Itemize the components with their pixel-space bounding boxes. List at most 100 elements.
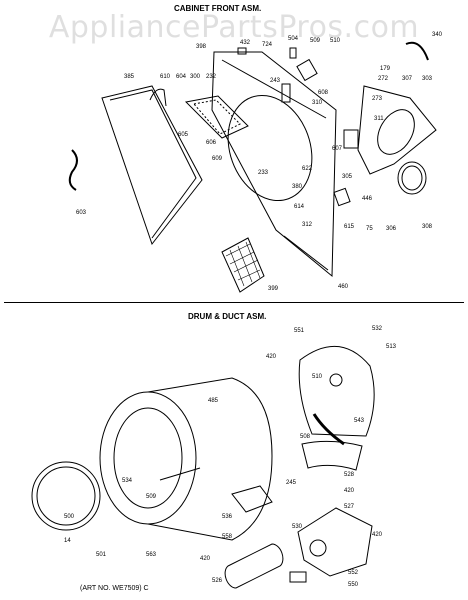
cabinet-part-label-24: 609 [212, 156, 223, 162]
cabinet-part-label-35: 308 [422, 224, 433, 230]
bracket-432 [237, 47, 247, 55]
cabinet-part-label-18: 272 [378, 76, 389, 82]
cabinet-part-label-30: 614 [294, 204, 305, 210]
cabinet-part-label-15: 243 [270, 78, 281, 84]
cabinet-part-label-9: 303 [422, 76, 433, 82]
drum-rib [159, 467, 201, 481]
cabinet-part-label-6: 340 [432, 32, 443, 38]
drum-part-label-8: 534 [122, 478, 133, 484]
cabinet-part-label-37: 399 [268, 286, 279, 292]
drum-part-label-16: 558 [222, 534, 233, 540]
cabinet-part-label-22: 606 [206, 140, 217, 146]
section-title-cabinet-front: CABINET FRONT ASM. [174, 4, 262, 13]
switch-509 [296, 58, 318, 82]
drum-part-label-18: 500 [64, 514, 75, 520]
cabinet-part-label-19: 273 [372, 96, 383, 102]
drum-duct-drawing [31, 346, 375, 589]
blower-opening [309, 539, 327, 557]
drum-part-label-12: 527 [344, 504, 355, 510]
cabinet-part-label-1: 432 [240, 40, 251, 46]
cabinet-part-label-34: 306 [386, 226, 397, 232]
cabinet-part-label-10: 385 [124, 74, 135, 80]
cabinet-part-label-5: 510 [330, 38, 341, 44]
cabinet-part-label-32: 615 [344, 224, 355, 230]
cabinet-part-label-2: 724 [262, 42, 273, 48]
hinge-610 [149, 88, 167, 107]
drum-part-label-6: 508 [300, 434, 311, 440]
switch-552 [289, 571, 307, 583]
duct-opening [377, 109, 415, 155]
seal-ring-308 [397, 161, 427, 195]
drum-part-label-11: 420 [344, 488, 355, 494]
cabinet-edge-inner [221, 59, 327, 119]
bracket-245 [231, 485, 273, 513]
drum-seal-500 [31, 461, 101, 531]
front-panel-385 [101, 85, 203, 246]
duct-528 [301, 440, 363, 471]
cabinet-part-label-7: 179 [380, 66, 391, 72]
cabinet-part-label-36: 603 [76, 210, 87, 216]
drum-body-563 [147, 377, 273, 541]
cabinet-part-label-16: 608 [318, 90, 329, 96]
cabinet-part-label-0: 398 [196, 44, 207, 50]
cabinet-part-label-31: 312 [302, 222, 313, 228]
door-opening [227, 94, 313, 202]
cabinet-part-label-33: 75 [366, 226, 373, 232]
cabinet-front-drawing [68, 41, 437, 293]
drum-part-label-19: 14 [64, 538, 71, 544]
drum-part-label-17: 420 [200, 556, 211, 562]
drum-opening-inner [113, 407, 183, 509]
cabinet-part-label-20: 311 [374, 116, 384, 122]
drum-part-label-2: 513 [386, 344, 397, 350]
cabinet-part-label-17: 310 [312, 100, 323, 106]
hinge-603 [68, 149, 78, 191]
cabinet-part-label-3: 504 [288, 36, 299, 42]
clip-340 [405, 41, 429, 61]
cabinet-part-label-29: 446 [362, 196, 373, 202]
filter-holder-300 [184, 95, 249, 139]
cabinet-edge-bottom [283, 235, 329, 271]
sensor-305 [343, 129, 359, 149]
bracket-615 [333, 187, 351, 207]
drum-part-label-21: 563 [146, 552, 157, 558]
bracket-504 [289, 47, 297, 59]
cabinet-part-label-38: 460 [338, 284, 349, 290]
grille-pattern [225, 241, 261, 287]
rear-bulkhead-532 [298, 346, 375, 437]
section-divider [4, 302, 464, 303]
section-title-drum-duct: DRUM & DUCT ASM. [188, 312, 267, 321]
seal-ring-inner [401, 165, 423, 191]
cabinet-part-label-13: 300 [190, 74, 201, 80]
cabinet-part-label-12: 604 [176, 74, 187, 80]
cabinet-part-label-4: 509 [310, 38, 321, 44]
drum-part-label-14: 536 [222, 514, 233, 520]
cabinet-part-label-8: 307 [402, 76, 413, 82]
filter-slot [193, 99, 241, 135]
drum-part-label-0: 551 [294, 328, 305, 334]
switch-243 [281, 83, 291, 103]
idler-543 [312, 413, 345, 446]
grille-399 [221, 237, 265, 293]
drum-seal-inner [36, 466, 96, 526]
cabinet-part-label-14: 232 [206, 74, 217, 80]
drum-part-label-5: 485 [208, 398, 219, 404]
cabinet-part-label-25: 233 [258, 170, 269, 176]
motor-526 [224, 543, 284, 589]
drum-part-label-23: 420 [372, 532, 383, 538]
cabinet-part-label-27: 622 [302, 166, 313, 172]
blower-housing-420 [297, 507, 373, 577]
drum-part-label-24: 552 [348, 570, 359, 576]
cabinet-part-label-11: 610 [160, 74, 171, 80]
front-panel-edge [109, 89, 197, 239]
duct-assembly-273 [357, 85, 437, 175]
drum-part-label-9: 509 [146, 494, 157, 500]
drum-part-label-25: 550 [348, 582, 359, 588]
cabinet-part-label-26: 380 [292, 184, 303, 190]
drum-part-label-10: 528 [344, 472, 355, 478]
drum-part-label-20: 501 [96, 552, 107, 558]
drum-part-label-1: 532 [372, 326, 383, 332]
art-number: (ART NO. WE7509) C [80, 585, 149, 592]
